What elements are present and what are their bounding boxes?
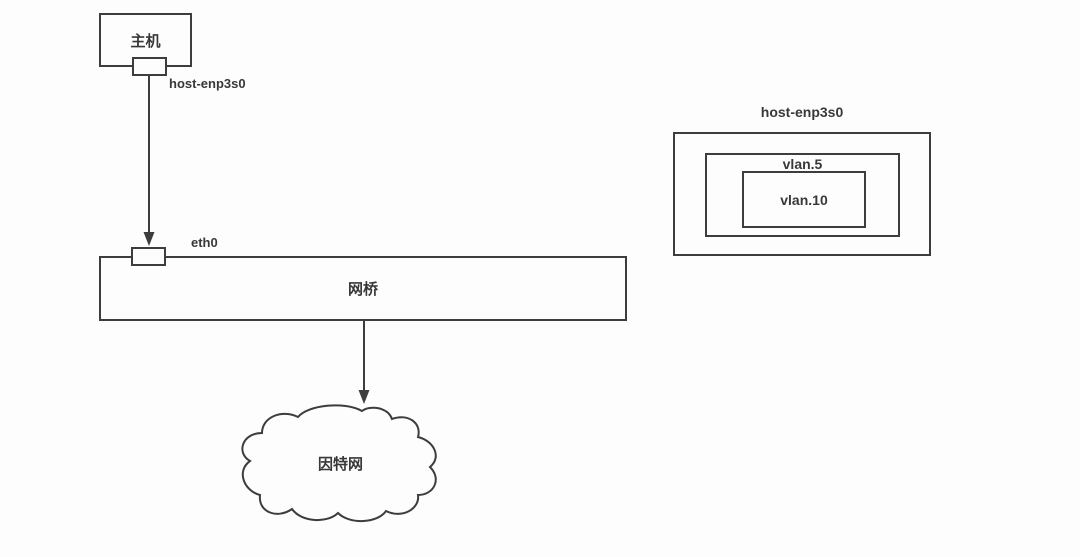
arrow-down-icon: [143, 76, 155, 246]
bridge-port-label: eth0: [191, 235, 218, 250]
vlan5-label: vlan.5: [782, 156, 823, 172]
vlan10-label: vlan.10: [780, 191, 828, 208]
vlan-group-title: host-enp3s0: [760, 104, 844, 120]
bridge-label: 网桥: [347, 281, 378, 298]
bridge-port: [131, 247, 166, 266]
vlan-outer-box: [673, 132, 931, 256]
internet-cloud: [241, 404, 437, 522]
host-port-label: host-enp3s0: [169, 76, 246, 91]
arrow-down-icon: [358, 321, 370, 404]
vlan5-box: vlan.5: [705, 153, 900, 237]
cloud-shape: [241, 404, 437, 522]
vlan10-box: vlan.10: [742, 171, 866, 228]
host-label: 主机: [130, 32, 161, 50]
bridge-box: 网桥: [99, 256, 627, 321]
host-port: [132, 57, 167, 76]
internet-label: 因特网: [317, 456, 363, 473]
